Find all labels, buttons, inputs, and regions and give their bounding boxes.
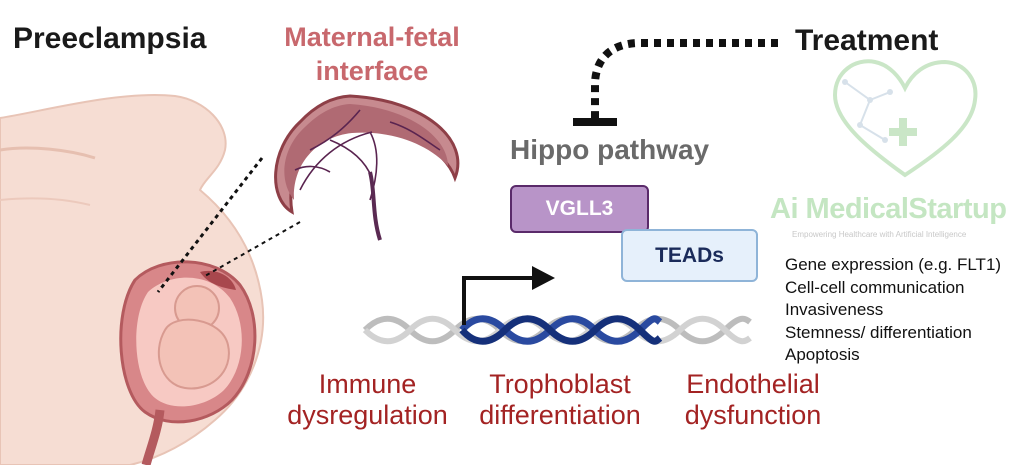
pregnant-body-illustration xyxy=(0,94,265,465)
interface-label-line1: Maternal-fetal xyxy=(284,22,460,52)
outcome-line1: Immune xyxy=(318,369,417,399)
outcome-line2: differentiation xyxy=(479,400,641,430)
transcription-arrow xyxy=(462,276,535,325)
heart-plus-logo-icon xyxy=(832,59,978,178)
outcome-line2: dysregulation xyxy=(287,400,448,430)
effect-item: Apoptosis xyxy=(785,345,860,364)
effect-item: Invasiveness xyxy=(785,300,884,319)
hippo-pathway-label: Hippo pathway xyxy=(510,134,710,165)
outcome-immune-dysregulation: Immune dysregulation xyxy=(280,369,455,431)
outcome-trophoblast-differentiation: Trophoblast differentiation xyxy=(460,369,660,431)
transcription-arrow-head xyxy=(532,266,555,290)
placenta-crescent-illustration xyxy=(274,94,460,241)
effects-list: Gene expression (e.g. FLT1) Cell-cell co… xyxy=(785,254,1001,367)
effect-item: Stemness/ differentiation xyxy=(785,322,972,342)
treatment-inhibition-line xyxy=(591,39,778,120)
outcome-line1: Trophoblast xyxy=(489,369,631,399)
teads-box: TEADs xyxy=(621,229,758,282)
watermark-tagline: Empowering Healthcare with Artificial In… xyxy=(792,230,967,239)
preeclampsia-title: Preeclampsia xyxy=(13,22,207,55)
interface-label-line2: interface xyxy=(315,56,429,86)
vgll3-box: VGLL3 xyxy=(510,185,649,233)
outcome-line2: dysfunction xyxy=(684,400,822,430)
dna-helix xyxy=(362,315,752,345)
effect-item: Cell-cell communication xyxy=(785,277,965,297)
effect-item: Gene expression (e.g. FLT1) xyxy=(785,255,1002,274)
outcome-endothelial-dysfunction: Endothelial dysfunction xyxy=(668,369,838,431)
treatment-title: Treatment xyxy=(795,24,939,57)
zoom-line-lower xyxy=(204,221,301,277)
outcome-line1: Endothelial xyxy=(686,369,820,399)
watermark-logo-text: Ai MedicalStartup xyxy=(770,193,1007,225)
maternal-fetal-interface-label: Maternal-fetal interface xyxy=(262,20,482,88)
